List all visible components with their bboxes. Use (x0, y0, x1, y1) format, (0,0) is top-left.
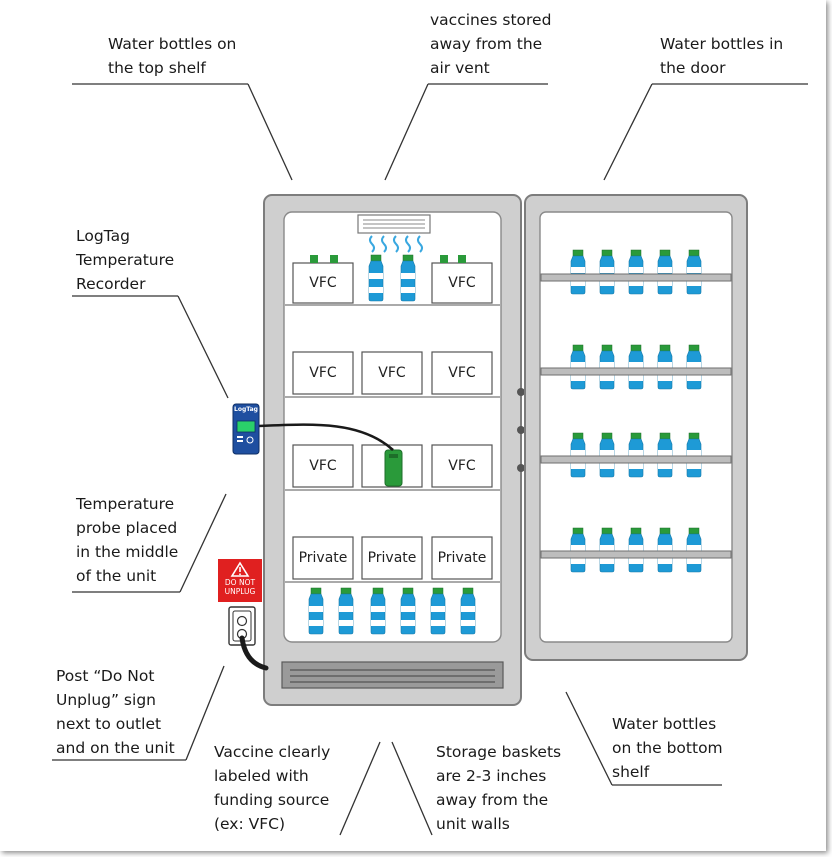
box-label-vfc: VFC (309, 458, 337, 474)
temperature-probe (384, 449, 403, 487)
probe-cable (257, 423, 394, 451)
sign-text: DO NOT UNPLUG (218, 578, 262, 596)
box-label-vfc: VFC (448, 365, 476, 381)
caption-top-shelf: Water bottles on the top shelf (108, 35, 237, 77)
air-vent (357, 214, 431, 253)
water-bottle (338, 587, 354, 635)
caption-probe: Temperature probe placed in the middle o… (76, 495, 179, 585)
logtag-recorder (232, 403, 260, 455)
caption-do-not-unplug: Post “Do Not Unplug” sign next to outlet… (56, 667, 175, 757)
box-label-vfc: VFC (448, 275, 476, 291)
sign-line-2: UNPLUG (224, 587, 256, 596)
shelves (285, 304, 500, 583)
do-not-unplug-sign (218, 559, 262, 602)
box-label-vfc: VFC (378, 365, 406, 381)
caption-air-vent: vaccines stored away from the air vent (430, 11, 552, 77)
box-label-private: Private (298, 550, 348, 566)
fridge-interior (283, 211, 502, 643)
box-label-private: Private (367, 550, 417, 566)
water-bottle (308, 587, 324, 635)
caption-vaccine-labeled: Vaccine clearly labeled with funding sou… (214, 743, 331, 833)
box-label-vfc: VFC (448, 458, 476, 474)
water-bottle (430, 587, 446, 635)
caption-door: Water bottles in the door (660, 35, 784, 77)
caption-logtag: LogTag Temperature Recorder (76, 227, 175, 293)
caption-bottom-shelf: Water bottles on the bottom shelf (612, 715, 723, 781)
logtag-brand-label: LogTag (234, 406, 258, 413)
box-label-vfc: VFC (309, 275, 337, 291)
water-bottle (368, 254, 384, 302)
water-bottle (460, 587, 476, 635)
bottom-vent (281, 661, 504, 689)
box-label-private: Private (437, 550, 487, 566)
power-cord (239, 635, 269, 671)
water-bottle (400, 587, 416, 635)
water-bottle (400, 254, 416, 302)
sign-line-1: DO NOT (224, 578, 256, 587)
leader-lines (52, 83, 808, 836)
door-racks (540, 273, 732, 559)
water-bottle (370, 587, 386, 635)
door-interior (539, 211, 733, 643)
caption-baskets: Storage baskets are 2-3 inches away from… (436, 743, 562, 833)
box-label-vfc: VFC (309, 365, 337, 381)
